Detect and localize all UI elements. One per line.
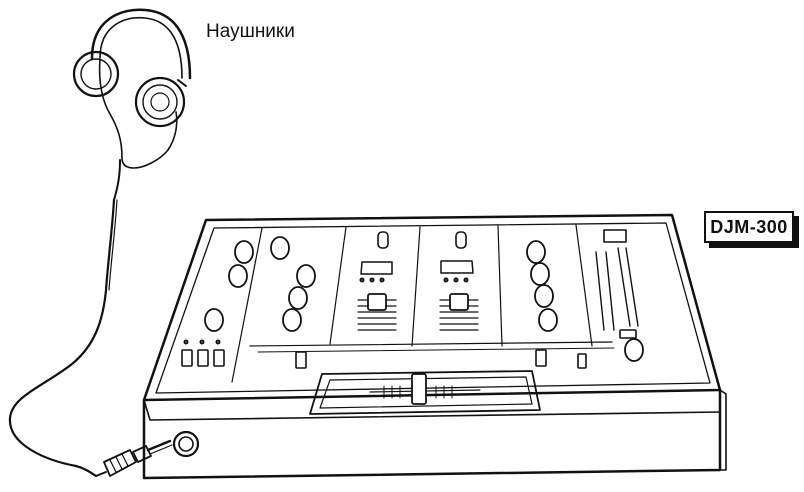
headphones-icon [74,10,190,200]
phone-plug-icon [96,441,172,476]
phones-jack-icon [174,432,198,456]
headphone-cable [10,200,117,476]
dj-mixer-icon [144,215,726,478]
